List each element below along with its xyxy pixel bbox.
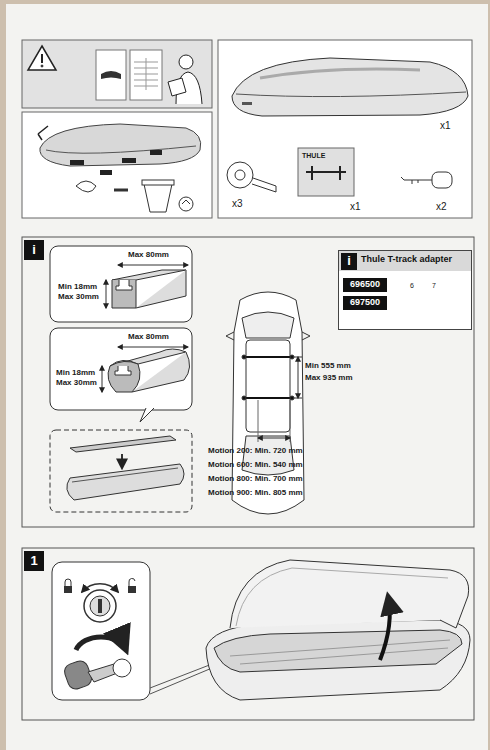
dimension: Min 555 mm xyxy=(305,362,351,371)
open-roof-box xyxy=(206,560,470,700)
dimension: Max 30mm xyxy=(58,293,99,302)
part-number: 696500 xyxy=(350,280,380,290)
dimension: Max 80mm xyxy=(128,333,169,342)
dimension: Min 18mm xyxy=(58,283,97,292)
model-spec: Motion 800: Min. 700 mm xyxy=(208,475,303,484)
page-number: 6 xyxy=(410,282,414,290)
section-badge: i xyxy=(341,253,357,270)
lock-callout xyxy=(52,562,150,700)
count: x2 xyxy=(436,201,447,212)
manual-panel xyxy=(22,40,212,108)
profile-callout xyxy=(50,328,192,410)
dimension: Max 80mm xyxy=(128,251,169,260)
dimension: Min 18mm xyxy=(56,369,95,378)
model-spec: Motion 600: Min. 540 mm xyxy=(208,461,303,470)
part-number-tag: 696500 xyxy=(343,278,387,292)
badge-letter: i xyxy=(347,254,351,268)
count: x1 xyxy=(440,120,451,131)
roof-box xyxy=(232,58,468,116)
key xyxy=(62,659,93,692)
model-spec: Motion 900: Min. 805 mm xyxy=(208,489,303,498)
badge-letter: 1 xyxy=(30,554,37,568)
mounting-kit xyxy=(298,148,354,196)
brand-mark: THULE xyxy=(302,152,325,160)
model-spec: Motion 200: Min. 720 mm xyxy=(208,447,303,456)
bar-insert-callout xyxy=(50,430,192,512)
box-heading: Thule T-track adapter xyxy=(361,255,452,265)
dimension: Max 935 mm xyxy=(305,374,353,383)
page-number: 7 xyxy=(432,282,436,290)
contents-panel xyxy=(218,40,472,218)
section-badge: i xyxy=(24,240,44,260)
section-badge: 1 xyxy=(24,551,44,571)
info-section xyxy=(22,237,474,527)
paper xyxy=(6,4,488,750)
unpack-panel xyxy=(22,112,212,218)
count: x3 xyxy=(232,198,243,209)
adapter-info-box: Thule T-track adapter i 696500 697500 xyxy=(338,250,472,330)
part-number: 697500 xyxy=(350,298,380,308)
profile-callout xyxy=(50,246,192,322)
dimension: Max 30mm xyxy=(56,379,97,388)
lock-cylinder xyxy=(84,590,116,622)
strap-roll xyxy=(227,162,253,188)
badge-letter: i xyxy=(32,243,36,257)
part-number-tag: 697500 xyxy=(343,296,387,310)
key xyxy=(432,172,452,188)
step-section xyxy=(22,548,474,720)
count: x1 xyxy=(350,201,361,212)
